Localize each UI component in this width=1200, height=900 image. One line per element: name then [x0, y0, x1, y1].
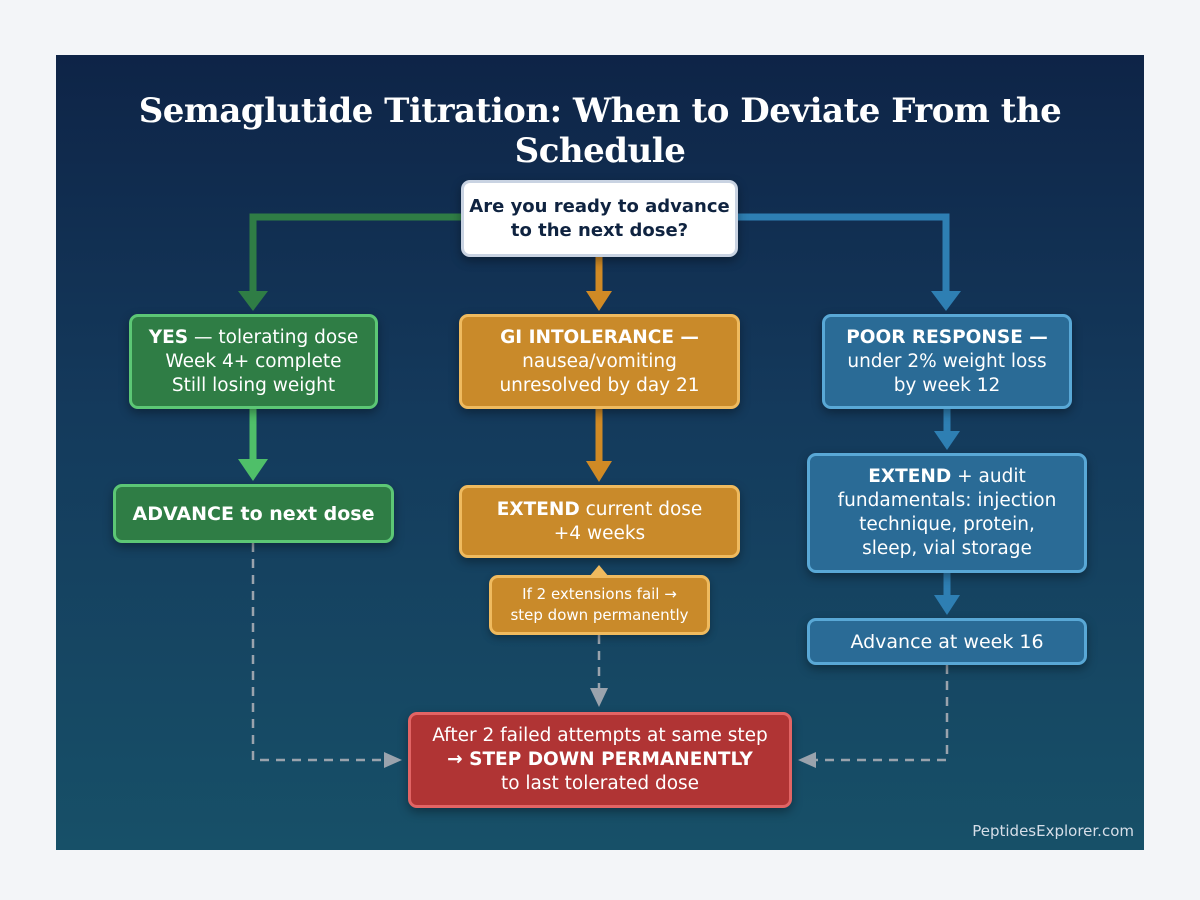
gi-intolerance-node: GI INTOLERANCE — nausea/vomiting unresol… [459, 314, 740, 409]
audit-line-2: fundamentals: injection [837, 490, 1057, 511]
dashed-connector-advance-to-stepdown [251, 543, 384, 762]
audit-line-3: technique, protein, [859, 514, 1035, 535]
gi-line-1: GI INTOLERANCE — [500, 326, 699, 350]
dashed-connector-week16-to-stepdown [816, 665, 949, 762]
yes-line-3: Still losing weight [171, 374, 336, 396]
extend-gi-label: EXTEND [496, 498, 580, 520]
audit-label: EXTEND [868, 466, 952, 487]
question-line-1: Are you ready to advance [469, 195, 730, 217]
poor-label: POOR RESPONSE — [846, 326, 1048, 348]
extend-gi-line-1-rest: current dose [579, 498, 703, 520]
poor-line-1: POOR RESPONSE — [846, 326, 1048, 350]
connector-question-to-poor [738, 213, 950, 293]
flowchart-panel: Semaglutide Titration: When to Deviate F… [56, 55, 1144, 850]
audit-line-1-rest: + audit [951, 466, 1026, 487]
week16-label: Advance at week 16 [850, 630, 1044, 653]
arrowhead-audit [934, 431, 960, 450]
stepdown-line-1: After 2 failed attempts at same step [432, 725, 768, 746]
dashed-arrowhead-left [384, 752, 402, 768]
dashed-arrowhead-center [590, 688, 608, 707]
fail-note-line-2: step down permanently [510, 606, 689, 624]
advance-week16-node: Advance at week 16 [807, 618, 1087, 665]
yes-line-2: Week 4+ complete [165, 350, 342, 372]
arrowhead-poor [931, 291, 961, 311]
arrowhead-extend-gi [586, 461, 612, 482]
advance-label: ADVANCE to next dose [132, 502, 375, 525]
arrowhead-gi [586, 291, 612, 311]
gi-label: GI INTOLERANCE — [500, 326, 699, 348]
stepdown-line-2: → STEP DOWN PERMANENTLY [447, 748, 753, 772]
advance-node: ADVANCE to next dose [113, 484, 394, 543]
gi-line-2: nausea/vomiting [522, 350, 677, 372]
connector-layer [238, 213, 961, 768]
poor-line-2: under 2% weight loss [847, 350, 1047, 372]
extend-current-dose-node: EXTEND current dose +4 weeks [459, 485, 740, 558]
gi-line-3: unresolved by day 21 [499, 374, 700, 396]
yes-branch-node: YES — tolerating dose Week 4+ complete S… [129, 314, 378, 409]
audit-line-1: EXTEND + audit [868, 465, 1025, 489]
decision-question-node: Are you ready to advance to the next dos… [461, 180, 738, 257]
stepdown-line-3: to last tolerated dose [500, 773, 700, 794]
step-down-node: After 2 failed attempts at same step → S… [408, 712, 792, 808]
extend-audit-node: EXTEND + audit fundamentals: injection t… [807, 453, 1087, 573]
poor-line-3: by week 12 [893, 374, 1001, 396]
dashed-arrowhead-right [798, 752, 816, 768]
extend-gi-line-2: +4 weeks [553, 522, 646, 544]
yes-line-1-rest: — tolerating dose [188, 326, 359, 348]
stepdown-label: → STEP DOWN PERMANENTLY [447, 749, 753, 770]
fail-note-line-1: If 2 extensions fail → [522, 585, 677, 603]
diagram-title: Semaglutide Titration: When to Deviate F… [138, 91, 1062, 171]
arrowhead-yes [238, 291, 268, 311]
connector-question-to-yes [249, 213, 461, 293]
question-line-2: to the next dose? [510, 219, 689, 241]
poor-response-node: POOR RESPONSE — under 2% weight loss by … [822, 314, 1072, 409]
yes-label: YES [148, 326, 189, 348]
audit-line-4: sleep, vial storage [862, 538, 1032, 559]
yes-line-1: YES — tolerating dose [149, 326, 358, 350]
arrowhead-week16 [934, 595, 960, 615]
arrowhead-advance [238, 459, 268, 481]
extend-gi-line-1: EXTEND current dose [497, 498, 703, 522]
extension-fail-note: If 2 extensions fail → step down permane… [489, 565, 710, 635]
site-watermark: PeptidesExplorer.com [972, 822, 1134, 840]
